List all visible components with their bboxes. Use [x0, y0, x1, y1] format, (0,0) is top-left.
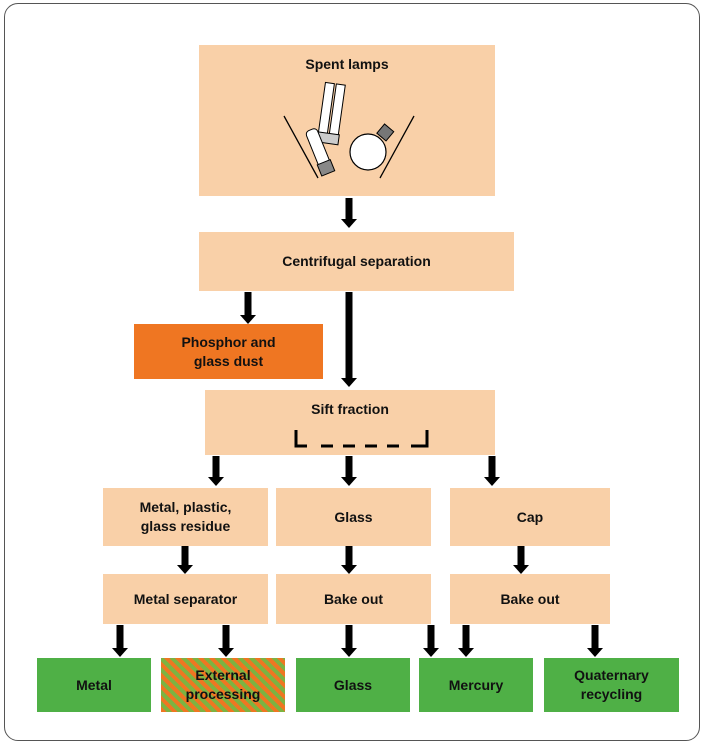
output-glass-box: Glass	[296, 658, 410, 712]
glass-box: Glass	[276, 488, 431, 546]
arrow-bake-out-cap-to-quaternary	[587, 625, 603, 657]
arrow-bake-out-glass-to-mercury	[423, 625, 439, 657]
arrow-separator-to-metal	[112, 625, 128, 657]
output-glass-label: Glass	[333, 676, 373, 693]
bake-out-glass-box: Bake out	[276, 574, 431, 624]
arrow-glass-to-bake-out	[341, 546, 357, 574]
spent-lamps-box: Spent lamps	[199, 45, 495, 196]
output-mercury-label: Mercury	[448, 676, 504, 693]
lamps-illustration-icon	[283, 81, 415, 179]
spent-lamps-label: Spent lamps	[305, 56, 389, 72]
arrow-separator-to-external	[218, 625, 234, 657]
bake-out-cap-box: Bake out	[450, 574, 610, 624]
output-external-processing-box: External processing	[161, 658, 285, 712]
cap-box: Cap	[450, 488, 610, 546]
arrow-sift-to-cap	[484, 456, 500, 486]
arrow-residue-to-metal-separator	[177, 546, 193, 574]
centrifugal-separation-box: Centrifugal separation	[199, 232, 514, 291]
output-quaternary-recycling-box: Quaternary recycling	[544, 658, 679, 712]
sift-fraction-box: Sift fraction	[205, 390, 495, 455]
centrifugal-separation-label: Centrifugal separation	[282, 253, 431, 270]
phosphor-glass-dust-label: Phosphor and glass dust	[181, 333, 276, 369]
cap-label: Cap	[516, 508, 544, 525]
arrow-sift-to-metal-residue	[208, 456, 224, 486]
glass-label: Glass	[334, 508, 373, 525]
bake-out-cap-label: Bake out	[500, 590, 560, 607]
output-external-processing-label: External processing	[185, 667, 261, 702]
metal-separator-box: Metal separator	[103, 574, 268, 624]
arrow-sift-to-glass	[341, 456, 357, 486]
phosphor-glass-dust-box: Phosphor and glass dust	[134, 324, 323, 379]
output-quaternary-recycling-label: Quaternary recycling	[574, 667, 649, 702]
arrow-cap-to-bake-out	[513, 546, 529, 574]
output-mercury-box: Mercury	[419, 658, 533, 712]
bake-out-glass-label: Bake out	[323, 590, 384, 607]
sift-fraction-label: Sift fraction	[311, 401, 389, 417]
arrow-centrifugal-to-phosphor	[240, 292, 256, 324]
arrow-centrifugal-to-sift	[341, 292, 357, 387]
metal-plastic-glass-residue-box: Metal, plastic, glass residue	[103, 488, 268, 546]
diagram-frame	[4, 3, 700, 741]
arrow-bake-out-to-glass	[341, 625, 357, 657]
metal-plastic-glass-residue-label: Metal, plastic, glass residue	[139, 499, 232, 534]
arrow-lamps-to-centrifugal	[341, 198, 357, 228]
output-metal-label: Metal	[76, 676, 112, 693]
output-metal-box: Metal	[37, 658, 151, 712]
arrow-bake-out-cap-to-mercury	[458, 625, 474, 657]
metal-separator-label: Metal separator	[133, 590, 238, 607]
sieve-icon	[294, 430, 429, 448]
